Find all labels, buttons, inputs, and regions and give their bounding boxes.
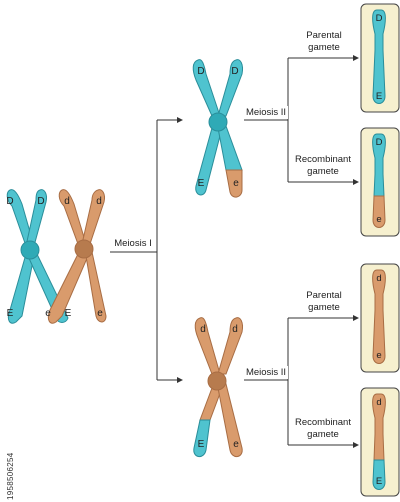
allele-label: d <box>64 196 70 207</box>
allele-label: E <box>198 178 205 189</box>
allele-label: D <box>37 196 44 207</box>
chromosome-top: D D E e <box>192 59 243 198</box>
chromosome-bottom: d d E e <box>193 317 243 457</box>
gamete-caption: Recombinant <box>295 417 351 428</box>
allele-label: D <box>231 66 238 77</box>
gamete-caption: gamete <box>308 42 340 53</box>
gamete-caption: gamete <box>307 166 339 177</box>
allele-label: e <box>376 214 381 225</box>
allele-label: E <box>376 91 382 102</box>
allele-label: e <box>233 178 239 189</box>
allele-label: d <box>376 397 381 408</box>
allele-label: E <box>65 308 72 319</box>
chromosome-orange-left <box>47 189 107 324</box>
meiosis2-bottom-arrows <box>244 315 359 448</box>
allele-label: d <box>200 324 206 335</box>
allele-label: E <box>198 439 205 450</box>
allele-label: D <box>376 13 383 24</box>
meiosis1-label: Meiosis I <box>114 238 151 249</box>
gamete-box-2: D e <box>360 127 400 237</box>
allele-label: D <box>197 66 204 77</box>
meiosis2-top-arrows <box>244 55 359 185</box>
gamete-box-1: D E <box>360 3 400 113</box>
meiosis1-arrows <box>110 117 183 383</box>
meiosis2-bottom-label: Meiosis II <box>246 367 286 378</box>
allele-label: d <box>96 196 102 207</box>
gamete-box-3: d e <box>360 263 400 373</box>
allele-label: E <box>376 476 382 487</box>
gamete-caption: Recombinant <box>295 154 351 165</box>
gamete-caption: gamete <box>308 302 340 313</box>
allele-label: e <box>376 350 381 361</box>
allele-label: D <box>6 196 13 207</box>
allele-label: e <box>233 439 239 450</box>
allele-label: e <box>45 308 51 319</box>
gamete-box-4: d E <box>360 387 400 497</box>
homologous-pair: D D d d E e E e <box>6 189 107 324</box>
allele-label: d <box>232 324 238 335</box>
gamete-caption: gamete <box>307 429 339 440</box>
gamete-caption: Parental <box>306 30 341 41</box>
meiosis2-top-label: Meiosis II <box>246 107 286 118</box>
allele-label: E <box>7 308 14 319</box>
allele-label: e <box>97 308 103 319</box>
stock-id-label: 1958506254 <box>6 392 16 502</box>
stock-id-text: 1958506254 <box>6 452 15 501</box>
allele-label: D <box>376 137 383 148</box>
allele-label: d <box>376 273 381 284</box>
gamete-caption: Parental <box>306 290 341 301</box>
